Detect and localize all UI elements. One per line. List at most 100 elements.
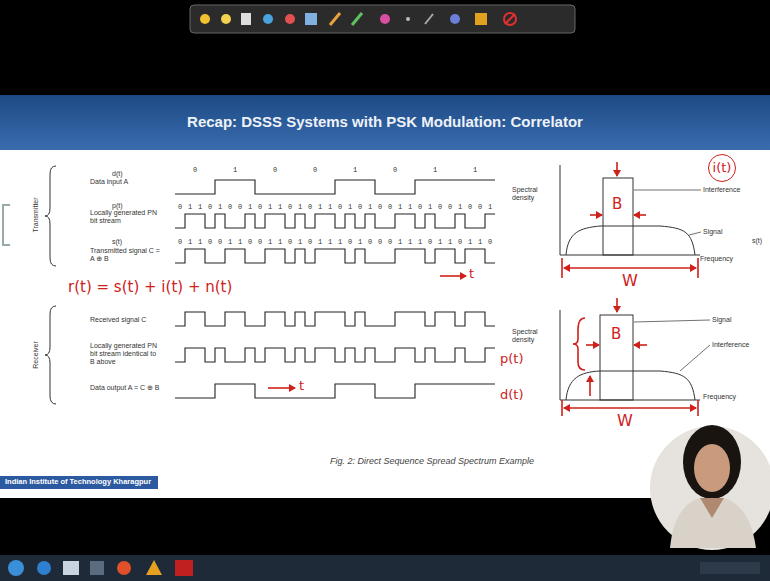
spectrum-plot-part bbox=[680, 345, 710, 371]
spectrum-plot-part bbox=[560, 310, 700, 400]
pen-annotation-part bbox=[268, 387, 295, 389]
square-wave bbox=[175, 214, 495, 228]
square-wave bbox=[175, 384, 495, 398]
taskbar-part bbox=[117, 561, 131, 575]
toolbar-part bbox=[450, 14, 460, 24]
toolbar-part bbox=[200, 14, 210, 24]
row-label: Transmitted signal C = A ⊕ B bbox=[90, 247, 162, 263]
toolbar-part bbox=[241, 13, 251, 25]
slide-ground bbox=[0, 150, 770, 498]
presenter-video-part bbox=[683, 425, 741, 499]
toolbar-part bbox=[263, 14, 273, 24]
taskbar-part bbox=[8, 560, 24, 576]
spectrum-plot-part bbox=[560, 165, 700, 255]
presenter-video-part bbox=[670, 498, 756, 548]
plot-label: Interference bbox=[712, 341, 749, 349]
pen-annotation-part bbox=[616, 162, 618, 176]
square-wave bbox=[175, 249, 495, 263]
bit-values: 0 1 0 0 1 0 1 1 bbox=[193, 166, 493, 174]
pen-annotation-part bbox=[634, 344, 647, 346]
pen-annotation-part bbox=[564, 407, 696, 409]
taskbar-part bbox=[37, 561, 51, 575]
pen-annotation-part bbox=[564, 267, 696, 269]
side-tab bbox=[3, 205, 10, 245]
side-label: Receiver bbox=[32, 341, 40, 369]
pen-note: W bbox=[622, 272, 638, 290]
title-band bbox=[0, 95, 770, 150]
pen-note: d(t) bbox=[500, 388, 524, 403]
spectrum-plot-part bbox=[689, 232, 701, 235]
pen-note: B bbox=[612, 196, 622, 213]
spectrum-plot-part bbox=[634, 320, 710, 322]
toolbar-part bbox=[190, 5, 575, 33]
pen-note: p(t) bbox=[500, 352, 524, 367]
toolbar-part bbox=[505, 14, 515, 24]
group-bracket-part bbox=[45, 306, 56, 404]
spectrum-plot-part bbox=[634, 190, 701, 191]
axis-label: Spectral density bbox=[512, 186, 558, 202]
axis-label: Spectral density bbox=[512, 328, 558, 344]
signal-name: d(t) bbox=[112, 170, 123, 178]
presenter-video-part bbox=[650, 426, 770, 550]
pen-note: r(t) = s(t) + i(t) + n(t) bbox=[68, 279, 232, 296]
presenter-video-part bbox=[700, 498, 724, 518]
taskbar-part bbox=[175, 560, 193, 576]
bit-values: 01100110011010111010001110110110 bbox=[178, 238, 498, 246]
plot-label: Signal bbox=[703, 228, 722, 236]
taskbar-part bbox=[700, 562, 760, 574]
node-text: i(t) bbox=[713, 161, 732, 176]
axis-label: Frequency bbox=[703, 393, 736, 401]
group-bracket-part bbox=[45, 166, 56, 266]
presenter-video bbox=[650, 425, 770, 550]
axis-label: Frequency bbox=[700, 255, 733, 263]
taskbar-part bbox=[0, 555, 770, 581]
row-label: Locally generated PN bit stream identica… bbox=[90, 342, 162, 366]
spectrum-plot bbox=[560, 165, 710, 400]
plot-label: Interference bbox=[703, 186, 740, 194]
signal-name: p(t) bbox=[112, 202, 123, 210]
spectrum-plot-part bbox=[600, 315, 633, 400]
slide-title: Recap: DSSS Systems with PSK Modulation:… bbox=[0, 113, 770, 130]
row-label: Locally generated PN bit stream bbox=[90, 209, 162, 225]
toolbar-part bbox=[305, 13, 317, 25]
side-label: Transmitter bbox=[32, 197, 40, 232]
pen-annotation-part bbox=[440, 275, 466, 277]
group-bracket bbox=[45, 166, 56, 404]
spectrum-plot-part bbox=[566, 371, 695, 400]
pen-annotation-part bbox=[590, 214, 602, 216]
pen-annotation-part bbox=[616, 298, 618, 312]
signal-name: s(t) bbox=[112, 238, 122, 246]
bit-values: 01101001011010110101001101001001 bbox=[178, 203, 498, 211]
taskbar-part bbox=[90, 561, 104, 575]
plot-label: s(t) bbox=[752, 237, 762, 245]
square-wave bbox=[175, 348, 495, 362]
pen-annotation-part bbox=[573, 318, 585, 370]
square-wave bbox=[175, 180, 495, 194]
toolbar-part bbox=[285, 14, 295, 24]
taskbar bbox=[0, 555, 770, 581]
presenter-video-part bbox=[694, 444, 730, 492]
pen-annotation-part bbox=[634, 214, 646, 216]
toolbar bbox=[190, 5, 575, 33]
toolbar-part bbox=[352, 13, 362, 25]
pen-note: t bbox=[469, 267, 474, 282]
toolbar-part bbox=[504, 13, 516, 25]
pen-note: B bbox=[611, 326, 621, 343]
toolbar-part bbox=[406, 17, 410, 21]
toolbar-part bbox=[425, 14, 433, 24]
circled-note: i(t) bbox=[708, 154, 736, 182]
square-wave bbox=[175, 312, 495, 326]
pen-annotation bbox=[268, 162, 698, 416]
institute-tag: Indian Institute of Technology Kharagpur bbox=[0, 476, 158, 489]
toolbar-part bbox=[380, 14, 390, 24]
spectrum-plot-part bbox=[603, 178, 633, 255]
pen-note: W bbox=[617, 412, 633, 430]
spectrum-plot-part bbox=[566, 226, 695, 255]
pen-annotation-part bbox=[586, 344, 599, 346]
figure-caption: Fig. 2: Direct Sequence Spread Spectrum … bbox=[330, 456, 534, 466]
row-label: Received signal C bbox=[90, 316, 162, 324]
taskbar-part bbox=[63, 561, 79, 575]
pen-note: t bbox=[299, 379, 304, 394]
taskbar-part bbox=[146, 560, 162, 575]
